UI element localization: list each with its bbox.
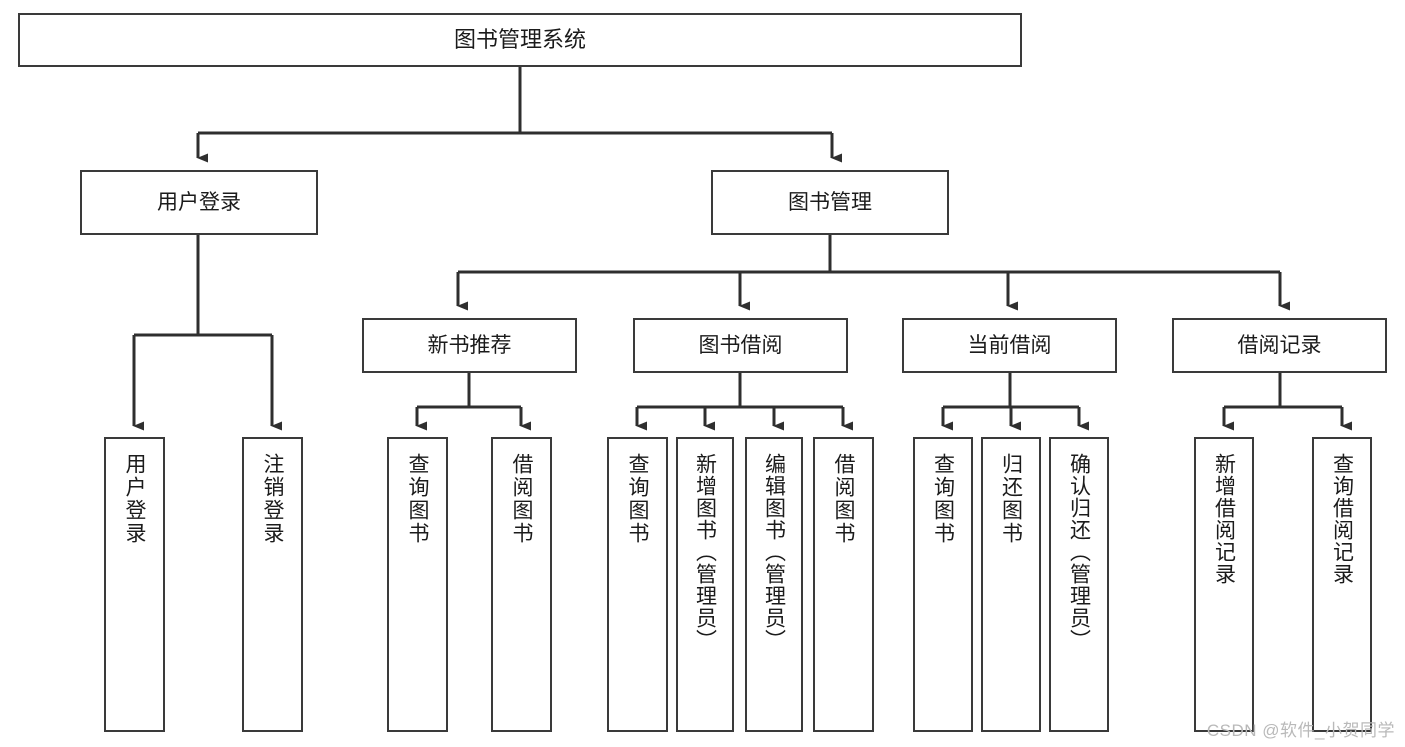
node-label: 借阅图书 [832, 453, 855, 545]
node-label: 归还图书 [999, 453, 1023, 545]
leaf-book-borrow-query-book[interactable]: 查询图书 [607, 437, 668, 732]
node-label: 当前借阅 [967, 333, 1052, 357]
leaf-borrow-record-query-record[interactable]: 查询借阅记录 [1312, 437, 1372, 732]
node-label: 编辑图书（管理员） [762, 453, 786, 651]
node-label: 借阅图书 [510, 453, 533, 545]
leaf-book-borrow-add-book-admin[interactable]: 新增图书（管理员） [676, 437, 734, 732]
node-book-management[interactable]: 图书管理 [711, 170, 949, 235]
node-borrow-record[interactable]: 借阅记录 [1172, 318, 1387, 373]
node-label: 查询图书 [406, 453, 429, 545]
leaf-book-borrow-edit-book-admin[interactable]: 编辑图书（管理员） [745, 437, 803, 732]
node-label: 确认归还（管理员） [1067, 453, 1091, 651]
node-label: 新书推荐 [427, 333, 512, 357]
leaf-user-login-login[interactable]: 用户登录 [104, 437, 165, 732]
node-user-login[interactable]: 用户登录 [80, 170, 318, 235]
leaf-current-borrow-confirm-return-admin[interactable]: 确认归还（管理员） [1049, 437, 1109, 732]
leaf-current-borrow-return-book[interactable]: 归还图书 [981, 437, 1041, 732]
leaf-book-borrow-borrow-book[interactable]: 借阅图书 [813, 437, 874, 732]
node-label: 图书管理系统 [453, 26, 586, 52]
node-label: 查询图书 [626, 453, 649, 545]
node-book-borrow[interactable]: 图书借阅 [633, 318, 848, 373]
leaf-new-book-query-book[interactable]: 查询图书 [387, 437, 448, 732]
node-label: 查询借阅记录 [1330, 453, 1354, 585]
node-label: 图书借阅 [698, 333, 783, 357]
leaf-new-book-borrow-book[interactable]: 借阅图书 [491, 437, 552, 732]
node-label: 用户登录 [123, 453, 146, 545]
node-label: 查询图书 [931, 453, 955, 545]
leaf-current-borrow-query-book[interactable]: 查询图书 [913, 437, 973, 732]
node-new-book-recommend[interactable]: 新书推荐 [362, 318, 577, 373]
node-label: 借阅记录 [1237, 333, 1322, 357]
csdn-watermark: CSDN @软件_小贺同学 [1206, 721, 1395, 740]
node-label: 图书管理 [788, 190, 872, 214]
leaf-borrow-record-add-record[interactable]: 新增借阅记录 [1194, 437, 1254, 732]
node-label: 注销登录 [261, 453, 284, 545]
node-label: 新增图书（管理员） [693, 453, 717, 651]
node-current-borrow[interactable]: 当前借阅 [902, 318, 1117, 373]
node-label: 用户登录 [157, 190, 241, 214]
leaf-user-login-logout[interactable]: 注销登录 [242, 437, 303, 732]
node-root-book-management-system[interactable]: 图书管理系统 [18, 13, 1022, 67]
node-label: 新增借阅记录 [1212, 453, 1236, 585]
